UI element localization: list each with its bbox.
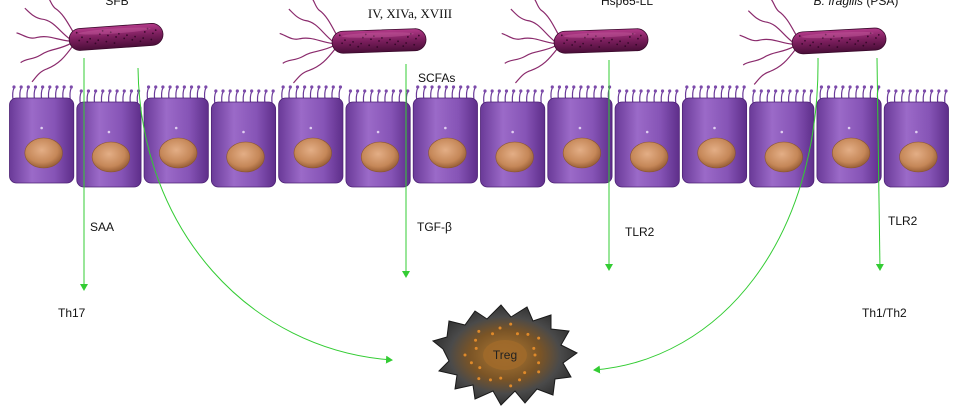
cell-nucleus — [697, 137, 736, 169]
microvilli — [819, 85, 881, 101]
bacterium-sfb — [16, 0, 164, 83]
label-bfragilis-psa: (PSA) — [863, 0, 898, 8]
flagellum — [279, 32, 334, 45]
cell-nucleus — [360, 141, 400, 173]
arrows — [80, 57, 884, 374]
label-scfas: SCFAs — [418, 71, 455, 85]
flagellum — [532, 0, 561, 38]
flagellum — [501, 32, 556, 45]
epithelial-cell — [76, 89, 142, 188]
label-sfb: SFB — [105, 0, 128, 8]
treg-granules — [463, 322, 541, 388]
flagellum — [282, 45, 335, 64]
flagellum — [504, 45, 557, 64]
label-tlr2-right: TLR2 — [888, 214, 918, 228]
epithelial-cell — [480, 89, 546, 188]
cell-nucleus — [562, 137, 602, 169]
label-tlr2-middle: TLR2 — [625, 225, 655, 239]
arrow-bfrag-th1th2 — [875, 57, 884, 271]
label-th17: Th17 — [58, 306, 86, 320]
cell-nucleus — [831, 137, 871, 169]
flagellum — [510, 8, 556, 43]
bacterium-bfragilis — [739, 0, 887, 85]
flagellum — [45, 0, 76, 36]
cell-nucleus — [899, 141, 938, 173]
label-saa: SAA — [90, 220, 114, 234]
epithelial-cell — [883, 89, 949, 188]
treg-cell: Treg — [431, 304, 578, 406]
flagellum — [293, 47, 337, 84]
flagellum — [288, 8, 334, 43]
epithelial-cell — [412, 85, 478, 184]
cell-nucleus — [159, 137, 198, 169]
epithelial-cell — [547, 85, 613, 184]
cell-nucleus — [226, 141, 265, 173]
label-hsp65: Hsp65-LL — [601, 0, 653, 8]
cell-nucleus — [24, 137, 63, 169]
arrow-bfrag-treg — [593, 57, 819, 374]
label-clostridia: IV, XIVa, XVIII — [368, 6, 452, 21]
cell-nucleus — [495, 141, 534, 173]
bacteria-group — [16, 0, 887, 85]
flagellum — [742, 45, 795, 66]
label-tgfb: TGF-β — [417, 220, 452, 234]
label-bfragilis-species: B. fragilis — [814, 0, 863, 8]
epithelial-cell — [749, 89, 815, 188]
epithelial-cell — [143, 85, 209, 184]
flagellum — [16, 32, 71, 42]
epithelial-cell — [345, 89, 411, 188]
arrow-sfb-treg — [137, 67, 393, 364]
bacterium-body — [501, 0, 649, 84]
bacterium-body — [279, 0, 427, 84]
cell-nucleus — [428, 137, 467, 169]
flagellum — [515, 47, 559, 84]
treg-nucleus — [483, 340, 527, 370]
epithelial-cell — [278, 85, 344, 184]
labels: SFB IV, XIVa, XVIII Hsp65-LL B. fragilis… — [58, 0, 918, 320]
epithelium-layer — [9, 85, 949, 188]
flagellum — [753, 47, 797, 85]
flagellum — [739, 34, 794, 45]
cell-nucleus — [91, 141, 131, 173]
epithelial-cell — [210, 89, 277, 188]
label-bfragilis: B. fragilis (PSA) — [814, 0, 899, 8]
flagellum — [31, 44, 75, 83]
cell-nucleus — [630, 141, 669, 173]
label-th1th2: Th1/Th2 — [862, 306, 907, 320]
bacterium-body — [739, 0, 887, 85]
epithelial-cell — [681, 85, 748, 184]
treg-label: Treg — [493, 348, 517, 362]
bacterium-clostridia — [279, 0, 427, 84]
flagellum — [24, 7, 71, 40]
epithelial-cell — [614, 89, 680, 188]
epithelial-cell — [816, 85, 882, 184]
flagellum — [310, 0, 339, 38]
epithelial-cell — [9, 85, 75, 184]
flagellum — [747, 10, 794, 43]
bacterium-hsp65 — [501, 0, 649, 84]
flagellum — [769, 0, 799, 39]
flagellum — [20, 42, 72, 64]
cell-nucleus — [764, 141, 803, 173]
cell-nucleus — [293, 137, 332, 169]
bacterium-body — [16, 0, 164, 83]
